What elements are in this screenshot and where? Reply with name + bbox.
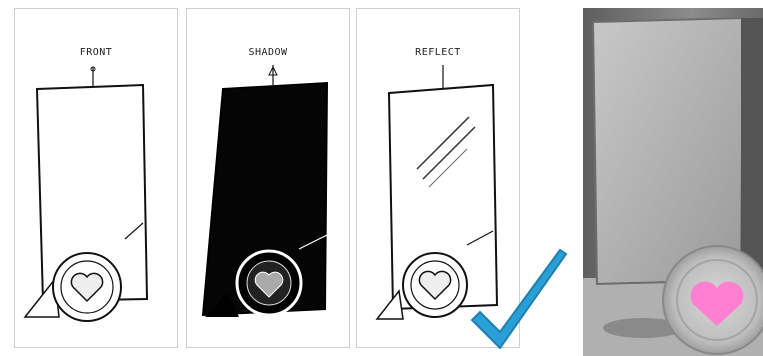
photo-scene xyxy=(583,8,763,356)
sketch-panel-shadow: SHADOW xyxy=(186,8,350,348)
front-sketch-drawing xyxy=(15,9,179,349)
shadow-sketch-drawing xyxy=(187,9,351,349)
sketch-panel-front: FRONT xyxy=(14,8,178,348)
render-photo xyxy=(583,8,763,356)
checkmark-icon xyxy=(462,248,572,356)
